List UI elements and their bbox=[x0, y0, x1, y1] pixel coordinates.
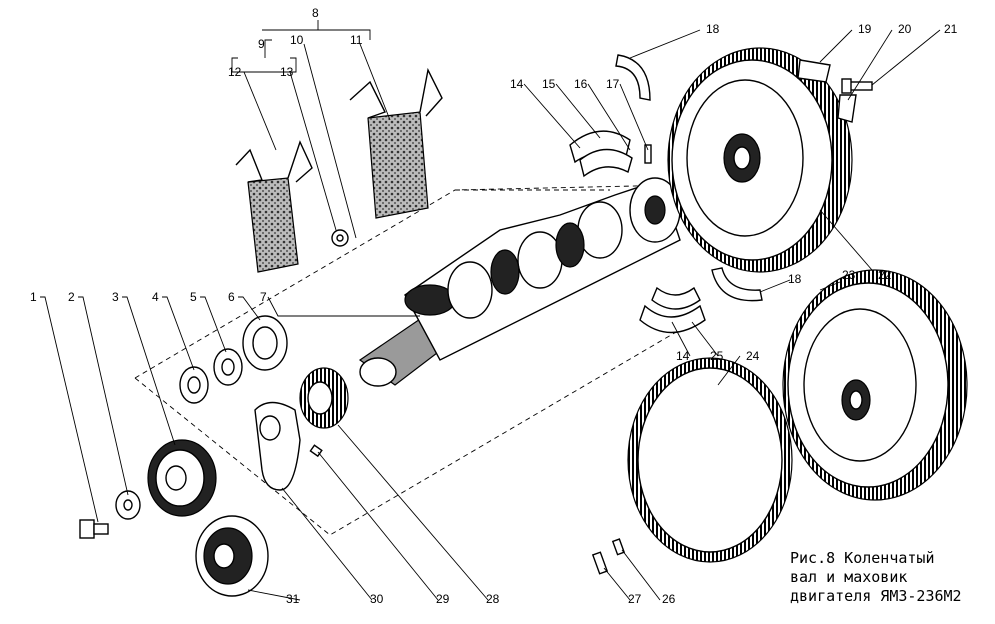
callout-24: 24 bbox=[746, 349, 760, 363]
callout-14-bottom: 14 bbox=[676, 349, 690, 363]
leader-lines bbox=[40, 20, 941, 601]
flywheel-22-icon bbox=[667, 47, 853, 273]
counterweight-30-icon bbox=[254, 401, 301, 491]
callout-3: 3 bbox=[112, 290, 119, 304]
callout-15: 15 bbox=[542, 77, 556, 91]
callout-26: 26 bbox=[662, 592, 676, 606]
pulley-31-icon bbox=[195, 515, 269, 597]
thrust-washer-4-icon bbox=[179, 366, 209, 404]
damper-pulley-3-icon bbox=[147, 439, 217, 517]
callout-14: 14 bbox=[510, 77, 524, 91]
callout-2: 2 bbox=[68, 290, 75, 304]
callout-29: 29 bbox=[436, 592, 450, 606]
washer-2-icon bbox=[115, 490, 141, 520]
callout-18-bottom: 18 bbox=[788, 272, 802, 286]
callout-20: 20 bbox=[898, 22, 912, 36]
callout-11: 11 bbox=[350, 33, 363, 47]
bearing-package-11 bbox=[349, 67, 443, 219]
lock-washer-20-icon bbox=[837, 94, 857, 123]
crankshaft-icon bbox=[358, 177, 681, 387]
main-bearing-shells-top bbox=[569, 130, 633, 178]
flywheel-23-icon bbox=[782, 269, 968, 501]
bolt-1-icon bbox=[79, 519, 109, 539]
bolt-21-icon bbox=[841, 78, 873, 94]
callout-4: 4 bbox=[152, 290, 159, 304]
callout-13: 13 bbox=[280, 65, 294, 79]
callout-12: 12 bbox=[228, 65, 242, 79]
callout-labels: 1 2 3 4 5 6 7 8 9 10 11 12 13 14 15 16 1… bbox=[30, 6, 958, 606]
caption-line-2: вал и маховик bbox=[790, 568, 908, 586]
oil-slinger-6-icon bbox=[242, 315, 288, 371]
dowel-17-icon bbox=[644, 144, 652, 164]
ring-gear-24-icon bbox=[627, 357, 793, 563]
bearing-package-12 bbox=[235, 140, 313, 273]
callout-8: 8 bbox=[312, 6, 319, 20]
thrust-half-ring-top bbox=[615, 54, 651, 101]
callout-22: 22 bbox=[878, 268, 892, 282]
callout-7: 7 bbox=[260, 290, 267, 304]
callout-1: 1 bbox=[30, 290, 37, 304]
callout-18-top: 18 bbox=[706, 22, 720, 36]
callout-10: 10 bbox=[290, 33, 304, 47]
callout-19: 19 bbox=[858, 22, 872, 36]
pin-26-icon bbox=[611, 538, 626, 556]
thrust-half-ring-bottom bbox=[711, 267, 763, 302]
caption-line-1: Рис.8 Коленчатый bbox=[790, 549, 935, 567]
callout-6: 6 bbox=[228, 290, 235, 304]
crank-gear-28-icon bbox=[299, 367, 349, 429]
callout-31: 31 bbox=[286, 592, 300, 606]
callout-21: 21 bbox=[944, 22, 958, 36]
callout-23: 23 bbox=[842, 268, 856, 282]
callout-9: 9 bbox=[258, 37, 265, 51]
main-bearing-shells-bottom bbox=[639, 286, 706, 334]
callout-17: 17 bbox=[606, 77, 620, 91]
callout-30: 30 bbox=[370, 592, 384, 606]
lock-washer-5-icon bbox=[213, 348, 243, 386]
caption-line-3: двигателя ЯМЗ-236М2 bbox=[790, 587, 962, 605]
callout-16: 16 bbox=[574, 77, 588, 91]
callout-25: 25 bbox=[710, 349, 724, 363]
callout-5: 5 bbox=[190, 290, 197, 304]
callout-28: 28 bbox=[486, 592, 500, 606]
lock-plate-19-icon bbox=[797, 59, 831, 83]
callout-27: 27 bbox=[628, 592, 642, 606]
bolt-27-icon bbox=[591, 551, 609, 575]
nut-13-icon bbox=[331, 229, 349, 247]
assembly-guide-lines bbox=[134, 184, 701, 536]
